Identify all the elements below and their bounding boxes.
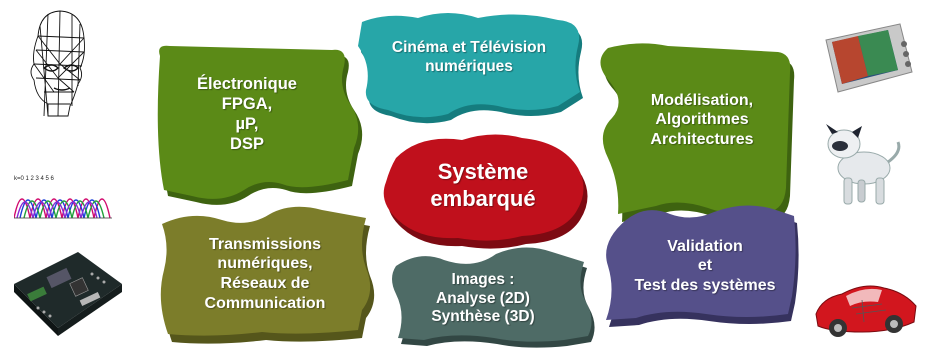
piece-cinema-label: Cinéma et Télévision numériques bbox=[391, 39, 547, 75]
piece-images-label: Images : Analyse (2D) Synthèse (3D) bbox=[431, 270, 535, 326]
fpga-board-image bbox=[8, 244, 126, 340]
piece-electronique-label: Électronique FPGA, µP, DSP bbox=[197, 74, 297, 154]
piece-transmissions-label: Transmissions numériques, Réseaux de Com… bbox=[204, 235, 326, 312]
piece-images: Images : Analyse (2D) Synthèse (3D) bbox=[384, 240, 600, 350]
robot-dog-image bbox=[818, 122, 906, 212]
piece-electronique: Électronique FPGA, µP, DSP bbox=[152, 40, 370, 216]
piece-validation-label: Validation et Test des systèmes bbox=[634, 237, 776, 294]
piece-modelisation-label: Modélisation, Algorithmes Architectures bbox=[650, 91, 754, 148]
car-cutaway-image bbox=[812, 270, 920, 344]
waveform-plot-image: k=0 1 2 3 4 5 6 bbox=[13, 170, 112, 226]
waveform-axis-label: k=0 1 2 3 4 5 6 bbox=[14, 176, 55, 182]
piece-transmissions: Transmissions numériques, Réseaux de Com… bbox=[152, 196, 384, 348]
piece-modelisation: Modélisation, Algorithmes Architectures bbox=[578, 38, 802, 238]
piece-systeme: Système embarqué bbox=[372, 128, 594, 252]
piece-validation: Validation et Test des systèmes bbox=[596, 196, 806, 330]
media-player-image bbox=[818, 20, 916, 100]
piece-cinema: Cinéma et Télévision numériques bbox=[348, 10, 590, 128]
piece-systeme-label: Système embarqué bbox=[430, 158, 536, 212]
wireframe-head-image bbox=[18, 6, 100, 118]
